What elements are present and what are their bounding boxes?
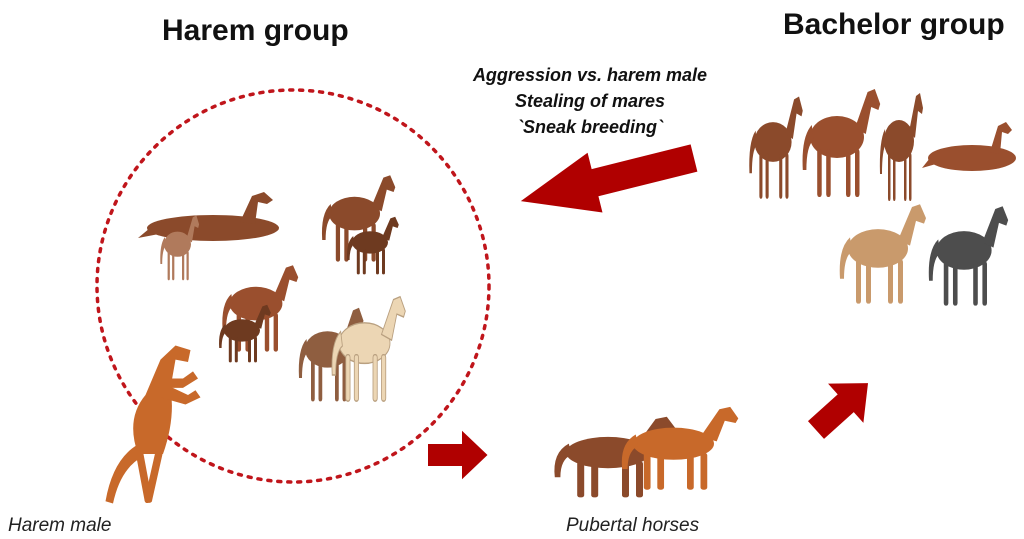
bachelor-horse-icon-1	[749, 97, 802, 199]
bachelor-grey-horse-icon	[929, 206, 1008, 305]
harem-male-horse-icon	[106, 345, 201, 503]
bachelor-dun-horse-icon	[840, 204, 926, 303]
bachelor-horse-icon-2	[803, 89, 881, 197]
incoming-arrow-icon	[513, 128, 701, 231]
bachelor-lying-horse-icon	[922, 122, 1016, 171]
to-bachelor-arrow-icon	[798, 364, 885, 450]
bachelor-horse-icon-3	[880, 93, 923, 201]
lying-mare-horse-icon	[138, 192, 279, 241]
to-pubertal-arrow-icon	[428, 431, 488, 479]
